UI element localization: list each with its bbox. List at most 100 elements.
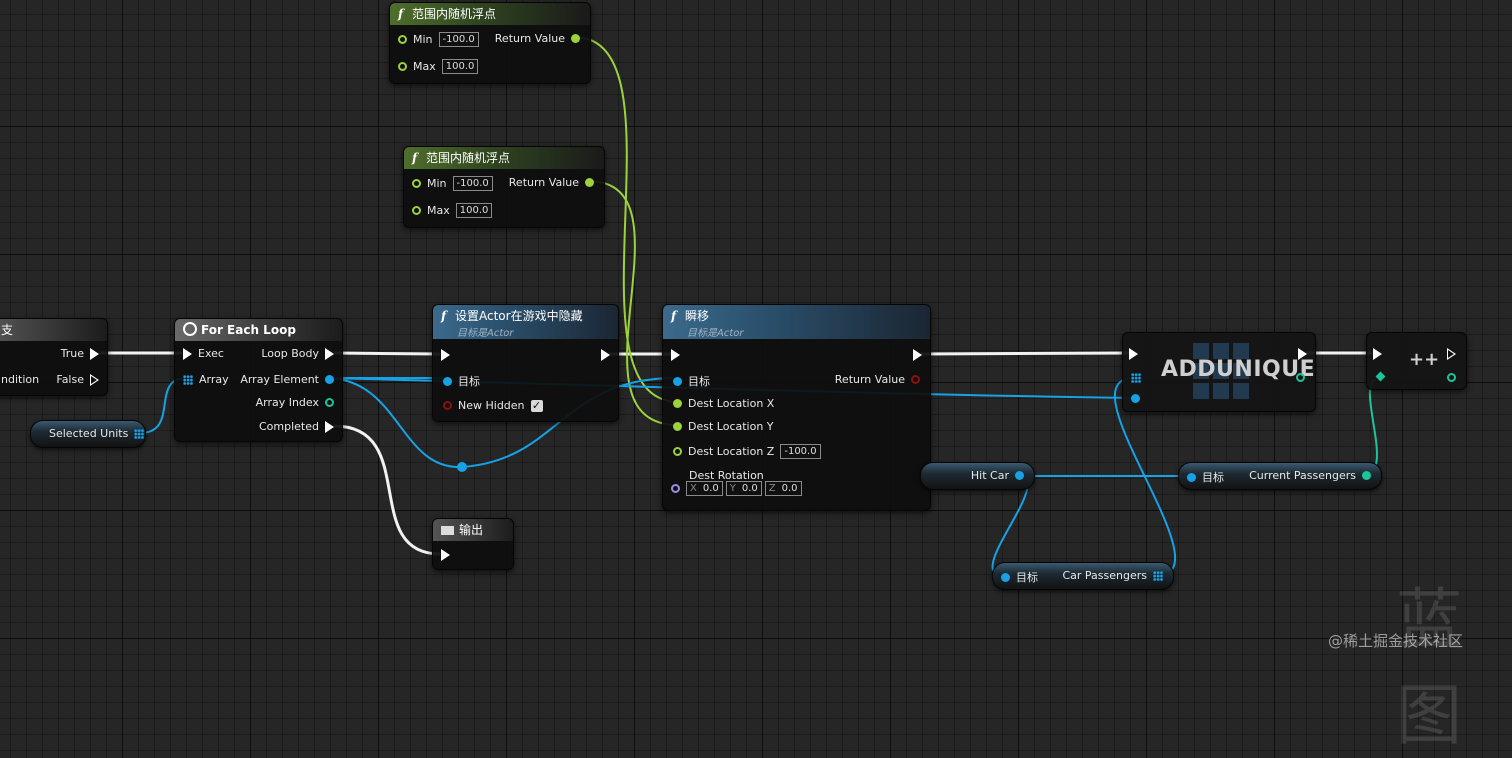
selected-units-pin[interactable]: Selected Units bbox=[49, 427, 145, 440]
hit-car-variable[interactable]: Hit Car bbox=[920, 462, 1035, 490]
increment-int-out[interactable] bbox=[1447, 373, 1456, 382]
exec-in-icon bbox=[441, 549, 450, 561]
min-pin-2[interactable]: Min-100.0 bbox=[412, 176, 493, 191]
false-pin[interactable]: False bbox=[56, 373, 99, 386]
rot-x-value: 0.0 bbox=[702, 483, 719, 494]
array-icon bbox=[134, 428, 145, 439]
car-passengers-pin[interactable]: Car Passengers bbox=[1062, 569, 1163, 582]
hit-car-pin[interactable]: Hit Car bbox=[971, 469, 1024, 482]
return-pin-1[interactable]: Return Value bbox=[495, 32, 580, 45]
teleport-return-pin[interactable]: Return Value bbox=[835, 373, 920, 386]
exec-wire bbox=[919, 351, 1131, 356]
selected-units-variable[interactable]: Selected Units bbox=[30, 420, 146, 448]
exec-out-icon bbox=[601, 349, 610, 361]
max-value-input-2[interactable]: 100.0 bbox=[455, 203, 493, 218]
addunique-return-pin[interactable] bbox=[1296, 373, 1305, 382]
target-label: 目标 bbox=[1202, 471, 1224, 484]
dest-z-input[interactable]: -100.0 bbox=[780, 444, 821, 459]
increment-exec-out[interactable] bbox=[1447, 348, 1456, 360]
min-value-input-1[interactable]: -100.0 bbox=[438, 32, 479, 47]
teleport-exec-out[interactable] bbox=[913, 349, 922, 361]
increment-node[interactable]: ++ bbox=[1366, 332, 1467, 390]
addunique-ghost-icon bbox=[1193, 343, 1249, 401]
rot-z-label: Z bbox=[768, 483, 776, 494]
min-pin-1[interactable]: Min-100.0 bbox=[398, 32, 479, 47]
branch-header: 支 bbox=[0, 319, 107, 341]
array-pin[interactable]: Array bbox=[183, 373, 229, 386]
addunique-item-pin[interactable] bbox=[1131, 394, 1140, 403]
set-hidden-exec-in[interactable] bbox=[441, 349, 450, 361]
completed-pin[interactable]: Completed bbox=[259, 420, 334, 433]
condition-label: ndition bbox=[1, 373, 40, 386]
array-element-label: Array Element bbox=[240, 373, 319, 386]
foreach-exec-pin[interactable]: Exec bbox=[183, 347, 224, 360]
foreach-node[interactable]: For Each Loop Exec Loop Body Array Array… bbox=[174, 318, 343, 442]
exec-in-icon bbox=[1373, 348, 1382, 360]
exec-out-hollow-icon bbox=[1447, 348, 1456, 360]
increment-label: ++ bbox=[1409, 349, 1440, 370]
watermark: 蓝图 bbox=[1396, 581, 1466, 754]
output-exec-in[interactable] bbox=[441, 549, 450, 561]
exec-in-icon bbox=[1129, 348, 1138, 360]
addunique-node[interactable]: ADDUNIQUE bbox=[1122, 332, 1316, 412]
return-pin-2[interactable]: Return Value bbox=[509, 176, 594, 189]
teleport-exec-in[interactable] bbox=[671, 349, 680, 361]
completed-label: Completed bbox=[259, 420, 319, 433]
object-pin-icon bbox=[1015, 471, 1024, 480]
current-passengers-getter[interactable]: 目标 Current Passengers bbox=[1178, 462, 1382, 490]
dest-z-label: Dest Location Z bbox=[688, 445, 775, 458]
current-passengers-label: Current Passengers bbox=[1249, 469, 1356, 482]
addunique-exec-in[interactable] bbox=[1129, 348, 1138, 360]
min-value-input-2[interactable]: -100.0 bbox=[452, 176, 493, 191]
loop-body-pin[interactable]: Loop Body bbox=[261, 347, 334, 360]
target-label: 目标 bbox=[458, 375, 480, 388]
teleport-target-pin[interactable]: 目标 bbox=[673, 373, 710, 389]
branch-node[interactable]: 支 True ndition False bbox=[0, 318, 108, 396]
car-passengers-target-pin[interactable]: 目标 bbox=[1001, 569, 1038, 585]
new-hidden-pin[interactable]: New Hidden✓ bbox=[443, 399, 543, 412]
true-pin[interactable]: True bbox=[61, 347, 99, 360]
current-passengers-target-pin[interactable]: 目标 bbox=[1187, 469, 1224, 485]
object-pin-icon bbox=[325, 375, 334, 384]
increment-int-in[interactable] bbox=[1375, 371, 1386, 382]
output-node[interactable]: 输出 bbox=[432, 518, 514, 570]
target-label: 目标 bbox=[688, 375, 710, 388]
float-pin-icon bbox=[571, 34, 580, 43]
array-element-pin[interactable]: Array Element bbox=[240, 373, 334, 386]
car-passengers-getter[interactable]: 目标 Car Passengers bbox=[992, 562, 1174, 590]
bool-pin-icon bbox=[911, 375, 920, 384]
set-hidden-target-pin[interactable]: 目标 bbox=[443, 373, 480, 389]
float-pin-icon bbox=[673, 447, 682, 456]
function-icon: f bbox=[398, 7, 404, 21]
new-hidden-checkbox[interactable]: ✓ bbox=[530, 398, 543, 412]
exec-out-icon bbox=[90, 347, 99, 360]
current-passengers-pin[interactable]: Current Passengers bbox=[1249, 469, 1371, 482]
dest-y-pin[interactable]: Dest Location Y bbox=[673, 420, 774, 433]
object-pin-icon bbox=[1187, 472, 1196, 482]
dest-x-label: Dest Location X bbox=[688, 397, 775, 410]
exec-out-icon bbox=[1298, 348, 1307, 360]
array-index-pin[interactable]: Array Index bbox=[256, 396, 334, 409]
max-value-input-1[interactable]: 100.0 bbox=[441, 59, 479, 74]
increment-exec-in[interactable] bbox=[1373, 348, 1382, 360]
exec-out-icon bbox=[325, 420, 334, 433]
addunique-exec-out[interactable] bbox=[1298, 348, 1307, 360]
teleport-title: 瞬移 bbox=[685, 309, 710, 323]
dest-z-pin[interactable]: Dest Location Z -100.0 bbox=[673, 444, 821, 459]
set-hidden-exec-out[interactable] bbox=[601, 349, 610, 361]
condition-pin[interactable]: ndition bbox=[1, 373, 39, 386]
addunique-array-pin[interactable] bbox=[1131, 373, 1141, 383]
output-title: 输出 bbox=[459, 523, 484, 537]
dest-x-pin[interactable]: Dest Location X bbox=[673, 397, 774, 410]
float-pin-icon bbox=[398, 62, 407, 71]
